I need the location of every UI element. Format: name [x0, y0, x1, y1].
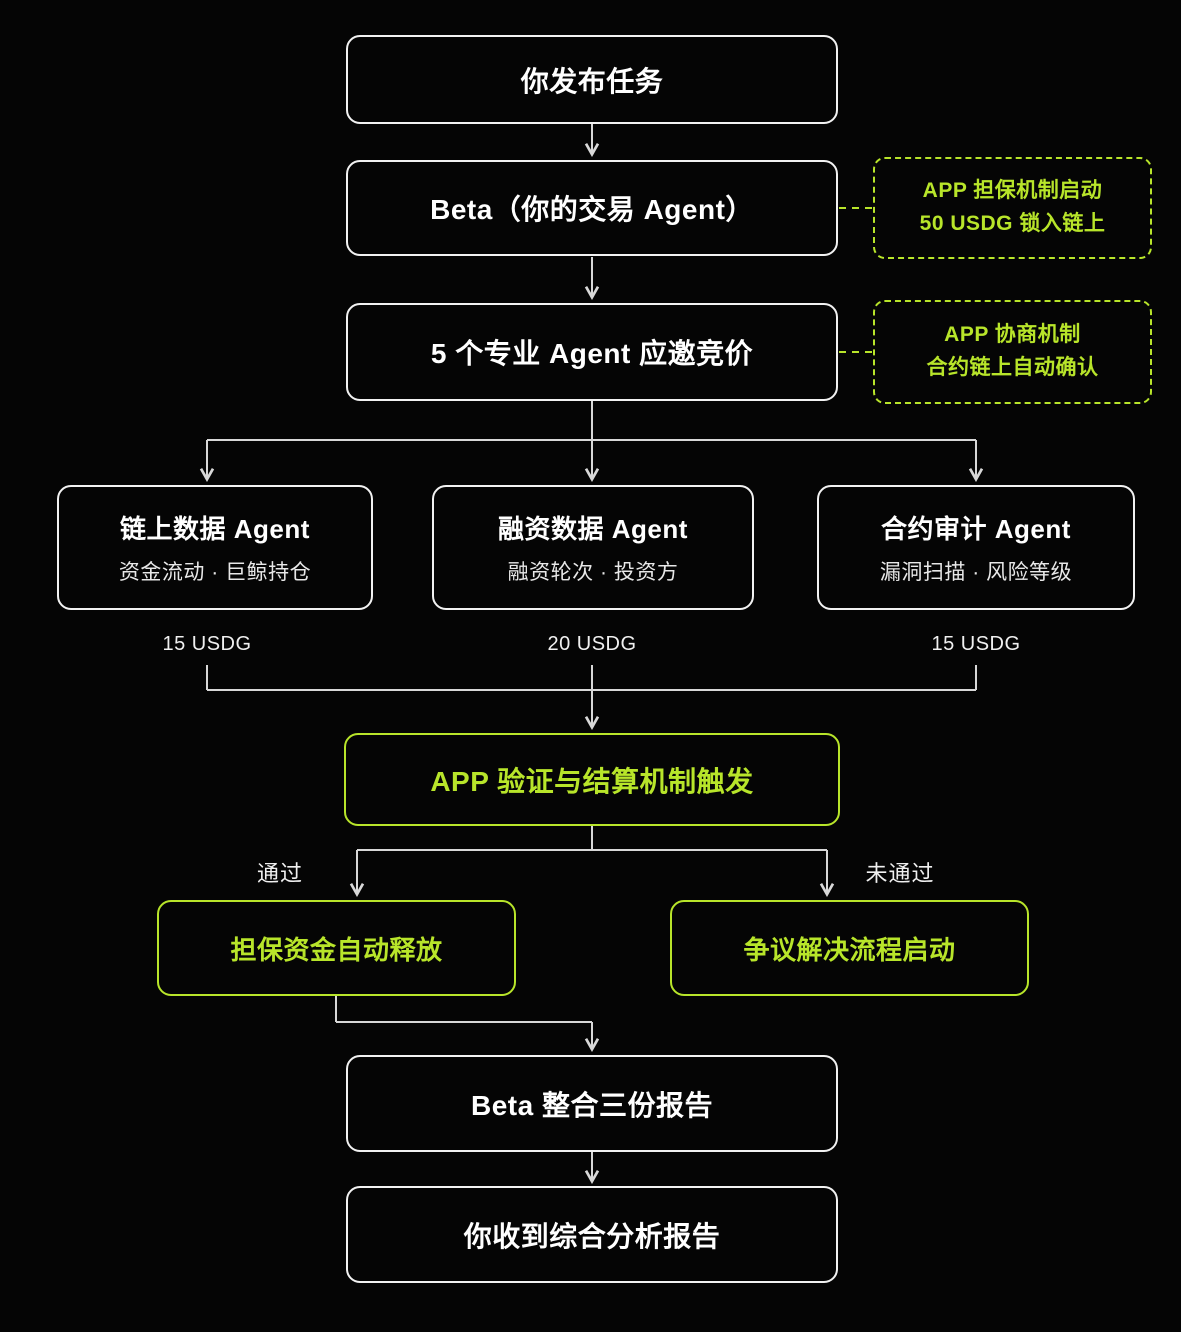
flow-node-escrow-release: 担保资金自动释放	[157, 900, 516, 996]
annotation-negotiation-line2: 合约链上自动确认	[926, 356, 1099, 379]
flow-node-verification-settlement: APP 验证与结算机制触发	[344, 733, 840, 826]
funding-agent-title: 融资数据 Agent	[498, 514, 688, 544]
onchain-agent-subtitle: 资金流动 · 巨鲸持仓	[118, 561, 312, 584]
branch-label-fail: 未通过	[865, 861, 935, 886]
onchain-agent-title: 链上数据 Agent	[120, 514, 310, 544]
escrow-release-label: 担保资金自动释放	[230, 934, 443, 965]
price-funding-agent: 20 USDG	[547, 633, 637, 655]
agent-bidding-label: 5 个专业 Agent 应邀竞价	[430, 338, 754, 369]
agent-node-funding-data: 融资数据 Agent 融资轮次 · 投资方	[432, 485, 754, 610]
annotation-escrow-line1: APP 担保机制启动	[922, 179, 1103, 203]
audit-agent-title: 合约审计 Agent	[881, 514, 1071, 544]
annotation-escrow: APP 担保机制启动 50 USDG 锁入链上	[873, 157, 1152, 259]
agent-node-contract-audit: 合约审计 Agent 漏洞扫描 · 风险等级	[817, 485, 1135, 610]
annotation-escrow-line2: 50 USDG 锁入链上	[919, 212, 1106, 235]
price-onchain-agent: 15 USDG	[162, 633, 252, 655]
audit-agent-subtitle: 漏洞扫描 · 风险等级	[879, 561, 1073, 584]
beta-agent-label: Beta（你的交易 Agent）	[430, 194, 754, 225]
annotation-negotiation: APP 协商机制 合约链上自动确认	[873, 300, 1152, 404]
receive-report-label: 你收到综合分析报告	[463, 1220, 721, 1252]
verification-label: APP 验证与结算机制触发	[430, 765, 754, 797]
publish-task-label: 你发布任务	[520, 65, 664, 97]
flow-node-agent-bidding: 5 个专业 Agent 应邀竞价	[346, 303, 838, 401]
flow-node-merge-reports: Beta 整合三份报告	[346, 1055, 838, 1152]
annotation-negotiation-line1: APP 协商机制	[944, 323, 1081, 347]
flow-node-dispute-process: 争议解决流程启动	[670, 900, 1029, 996]
funding-agent-subtitle: 融资轮次 · 投资方	[507, 561, 679, 584]
flow-node-receive-report: 你收到综合分析报告	[346, 1186, 838, 1283]
dispute-process-label: 争议解决流程启动	[743, 934, 956, 965]
price-audit-agent: 15 USDG	[931, 633, 1021, 655]
merge-reports-label: Beta 整合三份报告	[471, 1089, 713, 1121]
branch-label-pass: 通过	[256, 861, 303, 886]
flow-node-publish-task: 你发布任务	[346, 35, 838, 124]
flow-node-beta-agent: Beta（你的交易 Agent）	[346, 160, 838, 256]
agent-node-onchain-data: 链上数据 Agent 资金流动 · 巨鲸持仓	[57, 485, 373, 610]
